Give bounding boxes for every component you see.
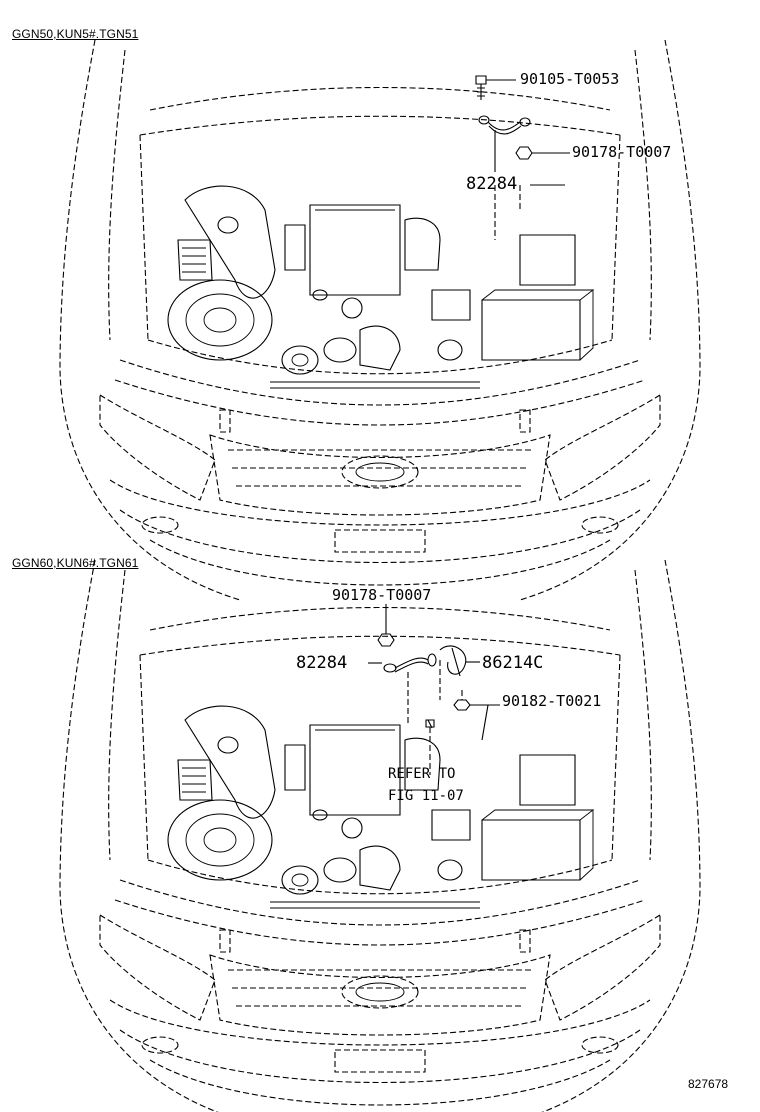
bracket-icon-bottom (439, 645, 480, 700)
callout-90182-T0021: 90182-T0021 (502, 692, 602, 710)
ground-strap-icon-top (478, 115, 531, 172)
callout-90178-T0007-bottom: 90178-T0007 (332, 586, 432, 604)
ground-strap-icon-bottom (368, 653, 437, 725)
bolt-icon-bottom (453, 690, 500, 711)
callout-82284-top: 82284 (466, 174, 518, 194)
leader-82284-top (494, 184, 565, 240)
refer-note-line1: REFER TO (388, 766, 456, 782)
model-label-top: GGN50,KUN5#.TGN51 (12, 27, 139, 41)
bolt-icon-top (475, 75, 516, 100)
leader-refer-bottom (425, 704, 489, 775)
figure-id: 827678 (688, 1077, 729, 1091)
callout-86214C: 86214C (482, 653, 544, 673)
callout-82284-bottom: 82284 (296, 653, 348, 673)
top-vehicle-drawing (59, 39, 701, 601)
nut-icon-top (515, 146, 570, 160)
model-label-bottom: GGN60,KUN6#.TGN61 (12, 556, 139, 570)
callout-90105-T0053: 90105-T0053 (520, 70, 620, 88)
callout-90178-T0007-top: 90178-T0007 (572, 143, 672, 161)
refer-note-line2: FIG 11-07 (388, 788, 464, 804)
nut-icon-bottom (377, 604, 395, 647)
